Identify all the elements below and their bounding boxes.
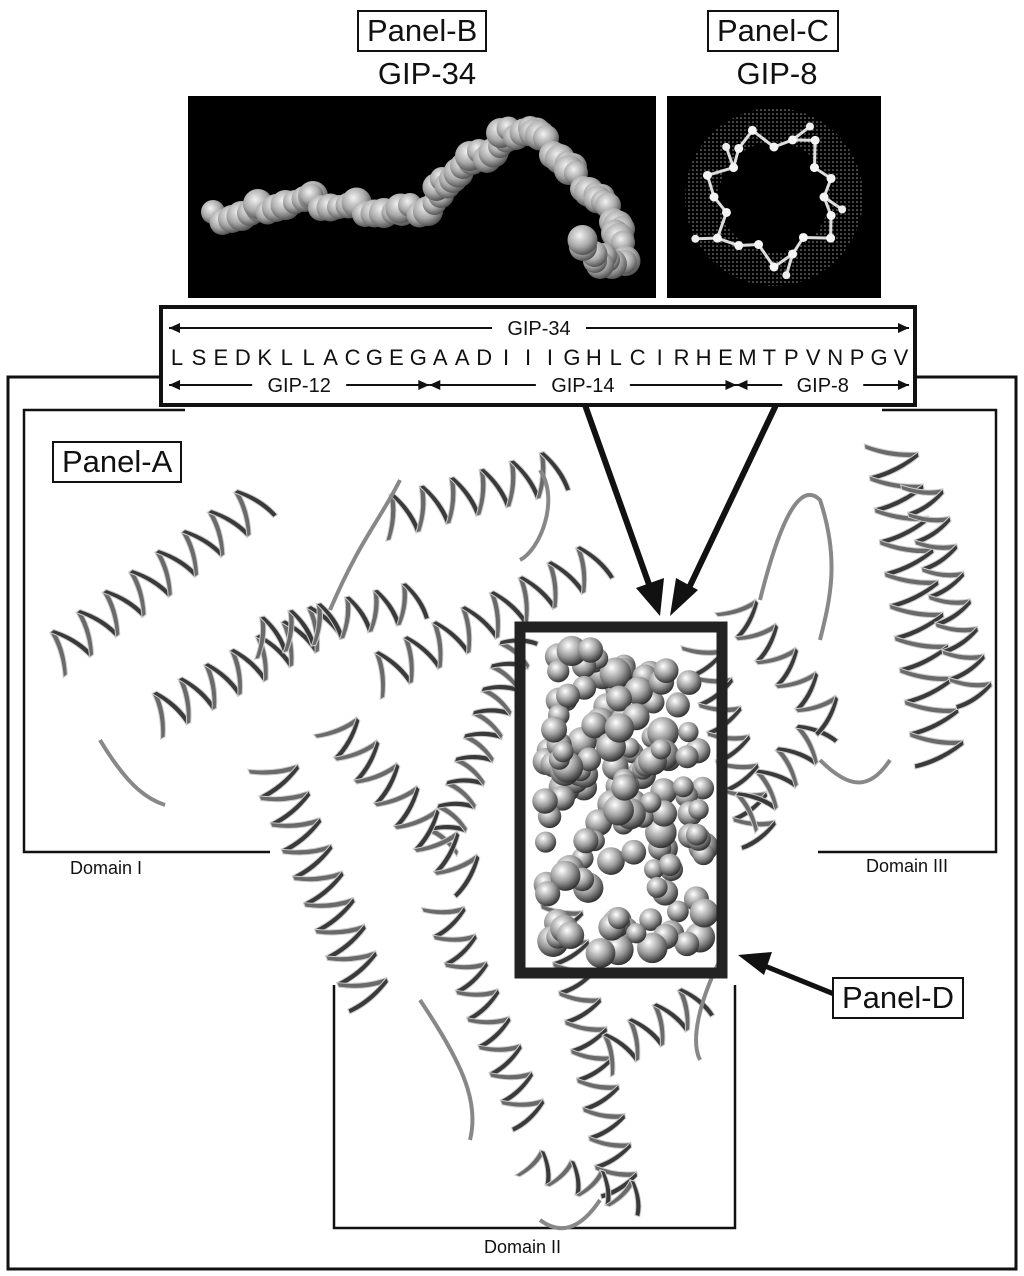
segment-arrow-gip-12: GIP-12 — [169, 375, 430, 397]
sequence-residue: E — [214, 345, 229, 370]
domain-two-bracket — [332, 985, 737, 1230]
sequence-residue: A — [455, 345, 470, 370]
sequence-residue: D — [476, 345, 492, 370]
sequence-residue: T — [763, 345, 776, 370]
sequence-residue: C — [630, 345, 646, 370]
sequence-residue: P — [850, 345, 865, 370]
gip34-span-arrow: GIP-34 — [169, 318, 909, 340]
gip8-ball-stick-model — [685, 108, 863, 286]
sequence-box — [159, 305, 917, 407]
panel-b-label: Panel-B — [357, 10, 488, 52]
arrow-right-shaft — [685, 403, 779, 592]
sequence-residue: S — [192, 345, 207, 370]
sequence-residue: G — [563, 345, 580, 370]
sequence-residue: C — [345, 345, 361, 370]
svg-text:GIP-34: GIP-34 — [507, 318, 570, 340]
sequence-residue: L — [303, 345, 315, 370]
panel-b-image — [188, 96, 656, 298]
svg-text:GIP-14: GIP-14 — [551, 375, 614, 397]
domain-three-label: Domain III — [866, 856, 949, 876]
sequence-residue: I — [525, 345, 531, 370]
panel-c-subtitle: GIP-8 — [736, 56, 818, 91]
svg-text:GIP-12: GIP-12 — [267, 375, 330, 397]
panel-d-box — [514, 621, 728, 979]
sequence-residue: A — [323, 345, 338, 370]
sequence-residue: I — [503, 345, 509, 370]
segment-arrow-gip-8: GIP-8 — [736, 375, 909, 397]
sequence-residue: V — [806, 345, 821, 370]
sequence-residue: N — [827, 345, 843, 370]
sequence-residue: L — [171, 345, 183, 370]
sequence-residue: L — [281, 345, 293, 370]
arrow-right-head — [670, 578, 698, 616]
domain-one-bracket — [22, 408, 270, 854]
svg-text:GIP-8: GIP-8 — [797, 375, 849, 397]
panel-d-arrow-head — [738, 952, 772, 975]
ligand-sphere-cluster — [532, 635, 719, 968]
sequence-residue: G — [366, 345, 383, 370]
sequence-residue: I — [657, 345, 663, 370]
outer-frame — [6, 375, 1018, 1271]
sequence-residue: H — [586, 345, 602, 370]
domain-one-label: Domain I — [70, 858, 143, 878]
domain-two-label: Domain II — [484, 1237, 562, 1257]
panel-d-label: Panel-D — [832, 977, 964, 1019]
sequence-residue: A — [433, 345, 448, 370]
sequence-residue: E — [718, 345, 733, 370]
arrow-left-head — [636, 578, 664, 616]
sequence-residue: D — [235, 345, 251, 370]
segment-arrow-gip-14: GIP-14 — [429, 375, 737, 397]
domain-three-bracket — [818, 408, 998, 854]
sequence-residue: E — [389, 345, 404, 370]
sequence-residue: H — [696, 345, 712, 370]
panel-b-subtitle: GIP-34 — [377, 56, 477, 91]
sequence-residue: R — [674, 345, 690, 370]
sequence-residue: P — [784, 345, 799, 370]
sequence-residue: V — [894, 345, 909, 370]
panel-d-arrow-shaft — [759, 961, 835, 997]
sequence-residue: G — [410, 345, 427, 370]
sequence-residue: G — [870, 345, 887, 370]
sequence-residue: I — [547, 345, 553, 370]
sequence-residue: M — [738, 345, 756, 370]
arrow-left-shaft — [582, 403, 654, 592]
panel-c-image — [667, 96, 881, 298]
sequence-residue: L — [610, 345, 622, 370]
gip34-space-fill-model — [201, 116, 641, 279]
sequence-residue: K — [257, 345, 272, 370]
protein-ribbon-structure — [48, 443, 993, 1231]
panel-c-label: Panel-C — [707, 10, 839, 52]
panel-a-label: Panel-A — [52, 441, 183, 483]
